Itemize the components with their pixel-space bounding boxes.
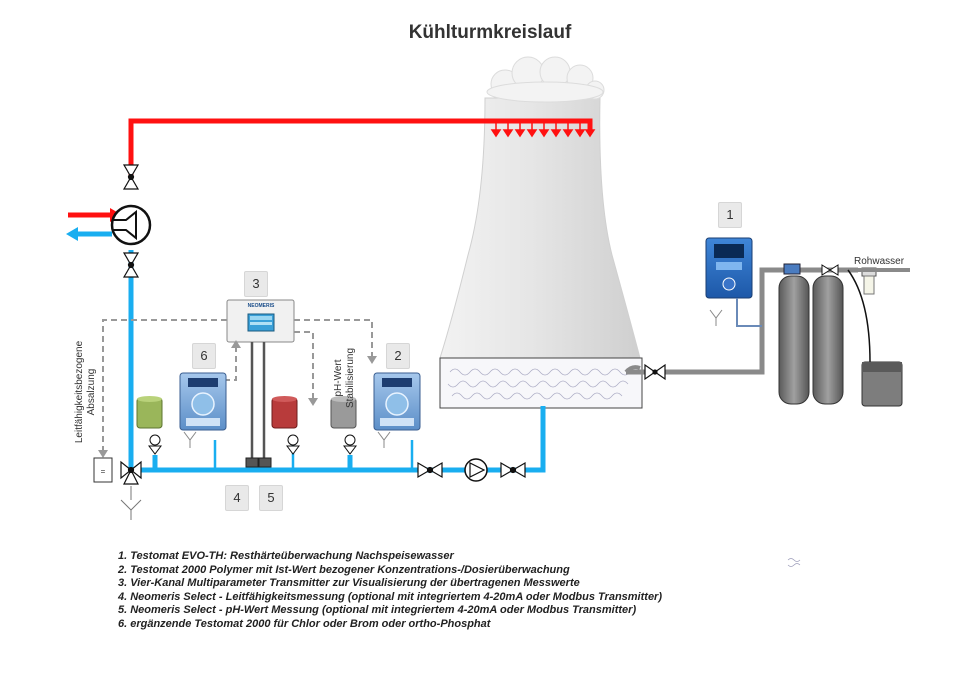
sensor-taps [213, 440, 414, 470]
valve-pump-out [500, 461, 526, 479]
legend-item: 2. Testomat 2000 Polymer mit Ist-Wert be… [118, 563, 570, 576]
diagram-title: Kühlturmkreislauf [408, 22, 572, 43]
makeup-water-pipe [626, 267, 858, 375]
marker-1: 1 [718, 202, 742, 228]
marker-3: 3 [244, 271, 268, 297]
brine-line [847, 269, 871, 363]
cooling-tower [439, 56, 643, 409]
legend-item: 3. Vier-Kanal Multiparameter Transmitter… [118, 577, 580, 590]
heat-exchanger [110, 204, 152, 246]
dosing-tank-green [136, 396, 163, 429]
blowdown-label-line1: Leitfähigkeitsbezogene [74, 340, 85, 444]
signal-cables [250, 342, 266, 460]
blowdown-label-line2: Absalzung [86, 368, 97, 416]
blowdown-actuator-mark: = [101, 467, 106, 476]
legend-item: 6. ergänzende Testomat 2000 für Chlor od… [118, 617, 491, 630]
cold-water-pipe [76, 231, 546, 473]
ph-label-line1: pH-Wert [333, 359, 344, 397]
valve-pump-in [417, 461, 443, 479]
marker-5: 5 [259, 485, 283, 511]
mini-spray-icon [787, 558, 801, 567]
blowdown-valve [120, 460, 142, 485]
device6-drain [183, 431, 197, 448]
sensor-probe-4 [245, 457, 259, 468]
legend-item: 5. Neomeris Select - pH-Wert Messung (op… [118, 604, 637, 617]
marker-6: 6 [192, 343, 216, 369]
tower-basin [439, 357, 643, 409]
marker-4: 4 [225, 485, 249, 511]
makeup-inlet-curve [624, 365, 641, 374]
testomat-device-2 [373, 372, 421, 431]
legend: 1. Testomat EVO-TH: Resthärteüberwachung… [118, 550, 662, 632]
hot-water-pipe [68, 118, 593, 218]
spray-nozzles [490, 121, 596, 138]
transmitter-brand: NEOMERIS [247, 303, 275, 309]
device2-drain [377, 431, 391, 448]
signal-arrow-blowdown [98, 450, 108, 458]
testomat-device-6 [179, 372, 227, 431]
dosing-tank-grey [330, 396, 357, 429]
circulation-pump [464, 458, 488, 482]
steam-cloud [486, 56, 605, 103]
cold-outlet-arrowhead [66, 227, 78, 241]
dosing-pump-1 [148, 434, 162, 455]
testomat-evo-device [705, 237, 753, 299]
signal-arrow-device2 [367, 356, 377, 364]
ph-stabilization-label: pH-Wert Stabilisierung [333, 323, 357, 433]
signal-arrow-ph [308, 398, 318, 406]
drain-funnel [120, 486, 142, 520]
valve-rohwasser [821, 264, 839, 276]
evo-drain [709, 309, 723, 326]
signal-arrow-transmitter [231, 340, 241, 348]
valve-makeup [644, 363, 666, 381]
brine-tank [861, 361, 903, 407]
dosing-pump-2 [286, 434, 300, 455]
legend-item: 1. Testomat EVO-TH: Resthärteüberwachung… [118, 550, 454, 562]
flow-meter [783, 263, 801, 275]
ph-label-line2: Stabilisierung [345, 347, 356, 409]
marker-2: 2 [386, 343, 410, 369]
evo-sample-line [736, 298, 762, 327]
softener-filter-1 [778, 275, 810, 405]
blowdown-label: Leitfähigkeitsbezogene Absalzung [74, 332, 98, 452]
sensor-probe-5 [258, 457, 272, 468]
basin-spray-texture [447, 368, 631, 400]
legend-item: 4. Neomeris Select - Leitfähigkeitsmessu… [118, 590, 663, 603]
rohwasser-label: Rohwasser [854, 256, 905, 267]
valve-upper [122, 164, 140, 190]
softener-filter-2 [812, 275, 844, 405]
dosing-tank-red [271, 396, 298, 429]
valve-lower [122, 252, 140, 278]
dosing-pump-3 [343, 434, 357, 455]
